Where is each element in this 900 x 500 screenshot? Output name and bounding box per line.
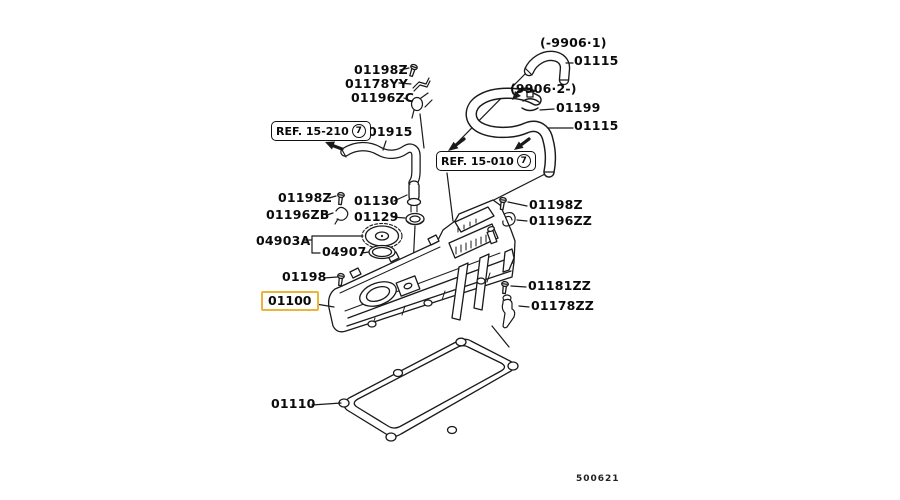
label-pcv-grommet[interactable]: 01129 xyxy=(354,209,399,224)
direction-arrows xyxy=(325,141,524,151)
label-pcv-valve[interactable]: 01130 xyxy=(354,193,399,208)
bracket-right-drawing xyxy=(501,294,516,329)
screw-icon-right-lower xyxy=(500,280,510,295)
label-clip-right[interactable]: 01196ZZ xyxy=(529,213,593,228)
screw-icon-top xyxy=(407,63,419,78)
label-date-note-top: (-9906·1) xyxy=(540,35,607,50)
ref-box-15-010-label: REF. 15-010 xyxy=(441,154,514,168)
label-screw-right-lower[interactable]: 01181ZZ xyxy=(528,278,592,293)
bracket-top-drawing xyxy=(412,77,431,92)
embossed-badge xyxy=(455,218,487,255)
hose-pcv-late-drawing xyxy=(465,87,557,178)
direction-arrow-tails xyxy=(331,137,531,151)
leader-lines-front xyxy=(302,62,574,406)
label-screw-mid-left[interactable]: 01198Z xyxy=(278,190,332,205)
screw-icon-lower-left xyxy=(336,272,346,287)
cap-oring-drawing xyxy=(368,244,396,260)
ref-box-15-210[interactable]: REF. 15-210 7 xyxy=(271,121,371,141)
clip-right-drawing xyxy=(502,211,516,227)
label-gasket[interactable]: 01110 xyxy=(271,396,316,411)
label-hose-breather[interactable]: 01915 xyxy=(368,124,413,139)
label-screw-lower-left[interactable]: 01198 xyxy=(282,269,327,284)
ref-box-15-010[interactable]: REF. 15-010 7 xyxy=(436,151,536,171)
label-rocker-cover: 01100 xyxy=(268,293,312,308)
doc-number: 500621 xyxy=(576,474,620,484)
label-hose-clamp[interactable]: 01199 xyxy=(556,100,601,115)
rocker-cover-drawing xyxy=(327,199,516,333)
hose-breather-drawing xyxy=(340,141,421,188)
label-screw-right-upper[interactable]: 01198Z xyxy=(529,197,583,212)
clip-mid-left-drawing xyxy=(334,206,349,225)
hose-clamp-drawing xyxy=(512,87,540,112)
label-clip-mid-left[interactable]: 01196ZB xyxy=(266,207,330,222)
label-screw-top[interactable]: 01198Z xyxy=(354,62,408,77)
ref-box-15-210-label: REF. 15-210 xyxy=(276,124,349,138)
clamp-top-drawing xyxy=(410,92,433,119)
label-hose-pcv-early[interactable]: 01115 xyxy=(574,53,619,68)
gasket-drawing xyxy=(338,337,519,442)
label-date-note-late: (9906·2-) xyxy=(510,81,577,96)
label-hose-pcv-late[interactable]: 01115 xyxy=(574,118,619,133)
pcv-valve-drawing xyxy=(406,180,422,213)
label-bracket-right[interactable]: 01178ZZ xyxy=(531,298,595,313)
pcv-grommet-drawing xyxy=(405,212,425,226)
label-cap-oring[interactable]: 04907 xyxy=(322,244,367,259)
screw-icon-mid-left xyxy=(336,191,346,206)
oil-filler-cap-drawing xyxy=(361,222,403,250)
ref-box-15-210-badge: 7 xyxy=(351,124,366,138)
leader-lines-back xyxy=(411,71,550,348)
label-clamp-top[interactable]: 01196ZC xyxy=(351,90,415,105)
label-bracket-top[interactable]: 01178YY xyxy=(345,76,408,91)
label-oil-filler-cap[interactable]: 04903A xyxy=(256,233,311,248)
hose-pcv-early-drawing xyxy=(523,50,571,86)
highlighted-part-box[interactable]: 01100 xyxy=(261,291,319,311)
ref-box-15-010-badge: 7 xyxy=(516,154,531,168)
